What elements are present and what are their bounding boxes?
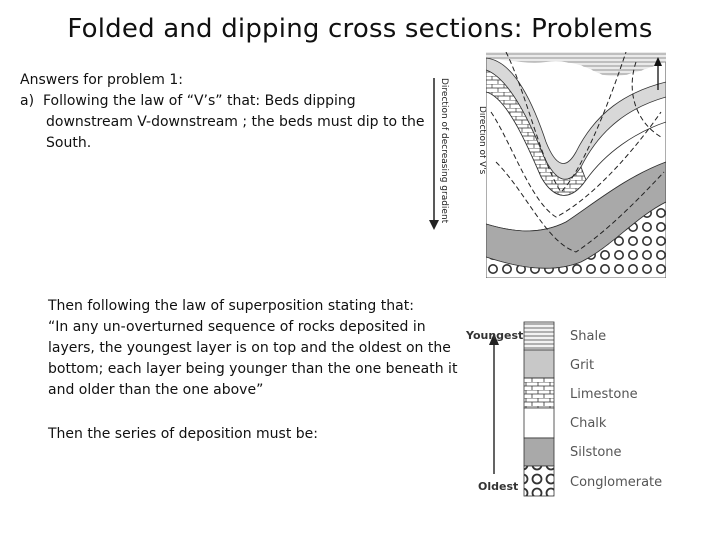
gradient-label: Direction of decreasing gradient [439, 78, 449, 224]
stratigraphic-column: Youngest Oldest Shale Grit Limestone Cha… [465, 321, 662, 497]
layer-silstone [523, 437, 555, 467]
series-text: Then the series of deposition must be: [48, 426, 319, 442]
superposition-intro: Then following the law of superposition … [48, 298, 414, 314]
answer-a-mid: ; the beds must dip to the [237, 114, 425, 130]
answer-a-bold: Beds dipping downstream V-downstream [46, 93, 356, 130]
answer-a-end: South. [46, 135, 92, 151]
layer-label-grit: Grit [570, 358, 594, 373]
layer-label-conglomerate: Conglomerate [570, 475, 662, 490]
vs-label: Direction of V's [477, 106, 487, 175]
layer-label-chalk: Chalk [570, 416, 607, 431]
geological-map [486, 52, 666, 278]
answers-block: Answers for problem 1: a) Following the … [20, 70, 430, 154]
layer-grit [523, 349, 555, 379]
answer-a-pre: Following the law of “V’s” that: [42, 93, 265, 109]
youngest-label: Youngest [465, 329, 523, 342]
superposition-paragraph: Then following the law of superposition … [48, 296, 468, 401]
layer-shale [523, 321, 555, 351]
answer-a-marker: a) [20, 93, 35, 109]
layer-limestone [523, 377, 555, 409]
oldest-label: Oldest [478, 480, 518, 493]
layer-label-shale: Shale [570, 329, 606, 344]
answers-heading: Answers for problem 1: [20, 72, 184, 88]
layer-conglomerate [523, 465, 555, 497]
gradient-arrow: Direction of decreasing gradient Directi… [429, 78, 487, 230]
slide-title: Folded and dipping cross sections: Probl… [67, 14, 653, 44]
layer-chalk [523, 407, 555, 439]
superposition-quote: “In any un-overturned sequence of rocks … [48, 319, 458, 398]
layer-label-silstone: Silstone [570, 445, 622, 460]
layer-label-limestone: Limestone [570, 387, 638, 402]
answer-a: a) Following the law of “V’s” that: Beds… [20, 91, 430, 154]
